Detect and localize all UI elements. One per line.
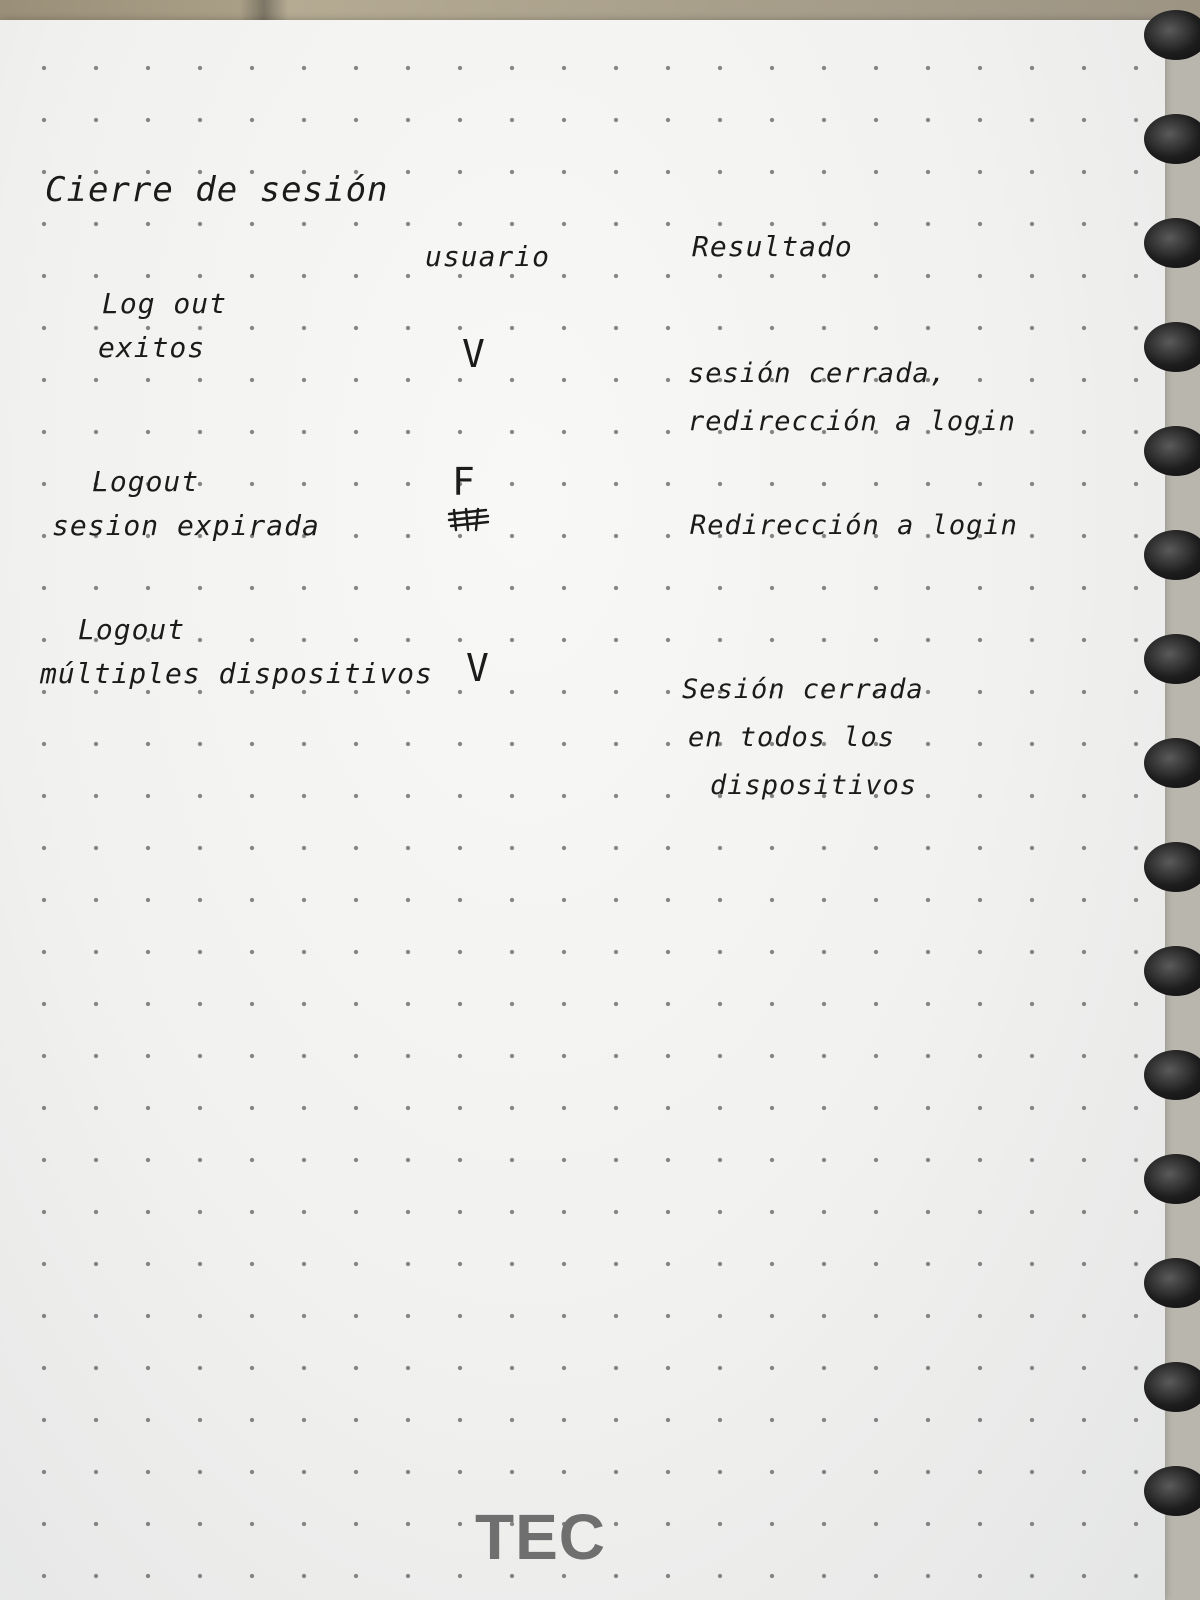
spiral-ring	[1144, 10, 1200, 60]
column-header-resultado: Resultado	[692, 230, 853, 263]
case-name-line: Logout	[78, 613, 186, 646]
case-result-line: sesión cerrada,	[688, 358, 947, 389]
case-name-line: sesion expirada	[52, 509, 320, 542]
scribble-mark	[447, 507, 490, 532]
spiral-ring	[1144, 426, 1200, 476]
case-name-line: Log out	[102, 287, 228, 320]
spiral-binding	[1120, 0, 1200, 1600]
spiral-ring	[1144, 322, 1200, 372]
case-result-line: dispositivos	[710, 770, 918, 801]
case-result: Sesión cerrada en todos los dispositivos	[682, 666, 924, 810]
case-name: Logout múltiples dispositivos	[40, 608, 433, 696]
spiral-ring	[1144, 1466, 1200, 1516]
spiral-ring	[1144, 1154, 1200, 1204]
spiral-ring	[1144, 1362, 1200, 1412]
spiral-ring	[1144, 1258, 1200, 1308]
brand-logo: TEC	[475, 1501, 606, 1573]
case-result-line: Redirección a login	[690, 510, 1018, 541]
spiral-ring	[1144, 530, 1200, 580]
page-title: Cierre de sesión	[45, 170, 389, 210]
spiral-ring	[1144, 738, 1200, 788]
case-name: Logout sesion expirada	[52, 460, 320, 548]
spiral-ring	[1144, 114, 1200, 164]
case-name-line: Logout	[92, 465, 200, 498]
case-name-line: múltiples dispositivos	[40, 657, 433, 690]
case-result-line: en todos los	[688, 722, 896, 753]
spiral-ring	[1144, 946, 1200, 996]
spiral-ring	[1144, 1050, 1200, 1100]
case-name-line: exitos	[98, 331, 206, 364]
notebook-page: Cierre de sesión usuario Resultado Log o…	[0, 20, 1165, 1600]
case-name: Log out exitos	[98, 282, 227, 370]
case-user-value: V	[462, 332, 486, 376]
dot-grid	[0, 20, 1165, 1600]
case-result-line: Sesión cerrada	[682, 674, 924, 705]
case-user-value: F	[452, 460, 476, 504]
case-result: Redirección a login	[690, 502, 1018, 550]
case-result: sesión cerrada, redirección a login	[688, 350, 1016, 446]
case-user-value: V	[466, 646, 490, 690]
spiral-ring	[1144, 842, 1200, 892]
case-result-line: redirección a login	[688, 406, 1016, 437]
column-header-usuario: usuario	[425, 240, 551, 273]
spiral-ring	[1144, 634, 1200, 684]
spiral-ring	[1144, 218, 1200, 268]
